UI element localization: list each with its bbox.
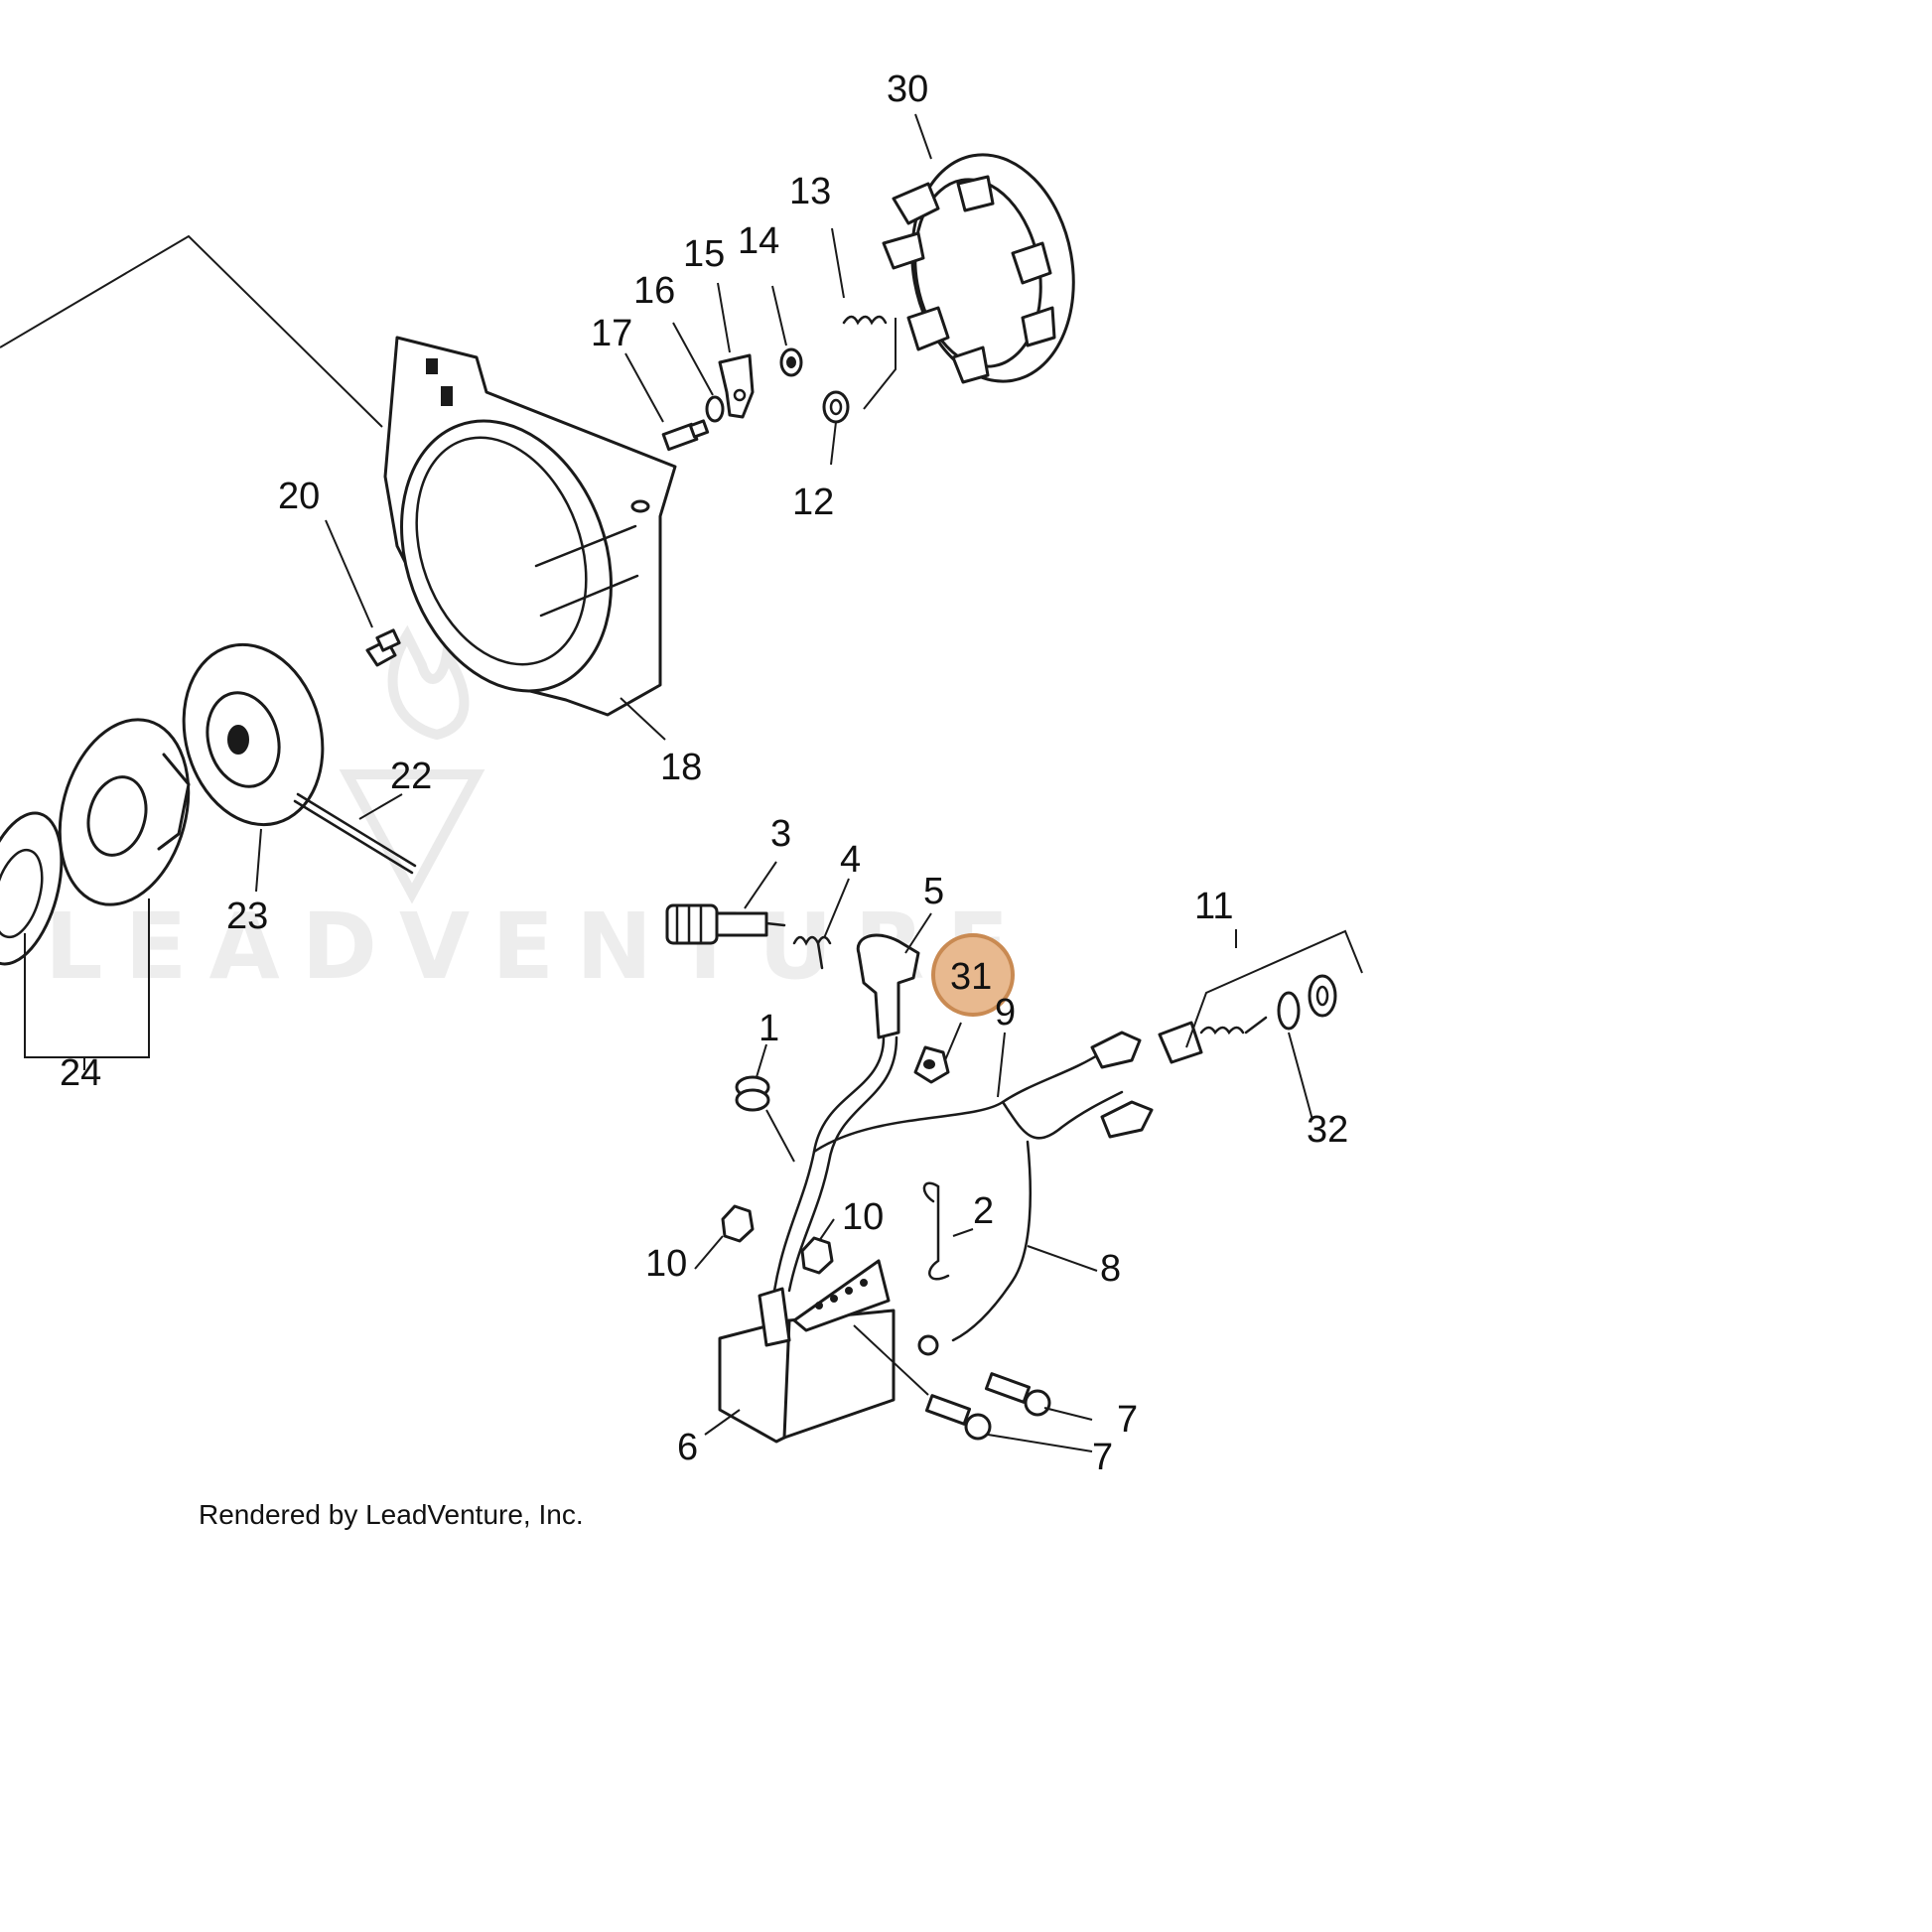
callout-7-upper[interactable]: 7 (1117, 1399, 1138, 1441)
callout-11[interactable]: 11 (1194, 886, 1233, 927)
part-9-wires (772, 1035, 1124, 1293)
callout-3[interactable]: 3 (770, 813, 791, 855)
render-credit: Rendered by LeadVenture, Inc. (199, 1499, 584, 1530)
watermark-logo (339, 624, 485, 904)
part-2-spring (922, 1181, 950, 1281)
part-20-screw (365, 628, 401, 667)
part-24-starter-case (0, 718, 191, 966)
part-6-ignition-coil (718, 1259, 896, 1444)
callout-16[interactable]: 16 (633, 270, 675, 312)
part-16-washer (705, 395, 725, 423)
callout-5[interactable]: 5 (923, 871, 944, 912)
callout-10-right[interactable]: 10 (842, 1196, 884, 1238)
callout-2[interactable]: 2 (973, 1190, 994, 1232)
part-7-screws (924, 1372, 1051, 1441)
part-8-ground-wire (917, 1140, 1033, 1356)
part-32-washers (1277, 974, 1337, 1031)
callout-10-left[interactable]: 10 (645, 1243, 687, 1285)
part-12-nut (822, 390, 850, 424)
callout-20[interactable]: 20 (278, 476, 320, 517)
part-30-flywheel (882, 153, 1075, 384)
callout-1[interactable]: 1 (759, 1008, 779, 1049)
callout-4[interactable]: 4 (840, 839, 861, 881)
part-17-bolt (661, 419, 710, 452)
callout-13[interactable]: 13 (789, 171, 831, 212)
callout-6[interactable]: 6 (677, 1427, 698, 1468)
part-5-plug-cap (856, 933, 920, 1039)
part-22-rope (293, 792, 417, 875)
part-18-fan-housing (383, 336, 677, 717)
callout-23[interactable]: 23 (226, 896, 268, 937)
leader-lines (0, 113, 1363, 1452)
watermark-text: LEADVENTURE (45, 894, 1031, 1000)
part-10-nuts (721, 1204, 834, 1275)
callout-8[interactable]: 8 (1100, 1248, 1121, 1290)
callout-32[interactable]: 32 (1307, 1109, 1348, 1151)
part-14-washer (779, 347, 803, 377)
part-11-spark-terminal (1158, 1016, 1268, 1064)
callout-24[interactable]: 24 (60, 1052, 101, 1094)
callout-labels: 30 13 14 15 16 17 12 20 18 22 23 24 3 4 … (60, 69, 1348, 1478)
highlight-circle-31 (931, 933, 1015, 1017)
callout-30[interactable]: 30 (887, 69, 928, 110)
callout-9[interactable]: 9 (995, 992, 1016, 1034)
callout-22[interactable]: 22 (390, 756, 432, 797)
callout-7-lower[interactable]: 7 (1092, 1437, 1113, 1478)
part-1-grommet (735, 1075, 770, 1112)
callout-17[interactable]: 17 (591, 313, 632, 354)
part-31-grommet (913, 1045, 950, 1084)
callout-12[interactable]: 12 (792, 482, 834, 523)
callout-18[interactable]: 18 (660, 747, 702, 788)
part-3-spark-plug (665, 903, 786, 945)
callout-14[interactable]: 14 (738, 220, 779, 262)
part-9-terminals (1090, 1031, 1154, 1139)
part-23-pulley (182, 642, 325, 827)
callout-15[interactable]: 15 (683, 233, 725, 275)
part-13-spring (842, 315, 888, 326)
part-15-pawl (718, 353, 755, 419)
callout-31[interactable]: 31 (950, 956, 992, 998)
